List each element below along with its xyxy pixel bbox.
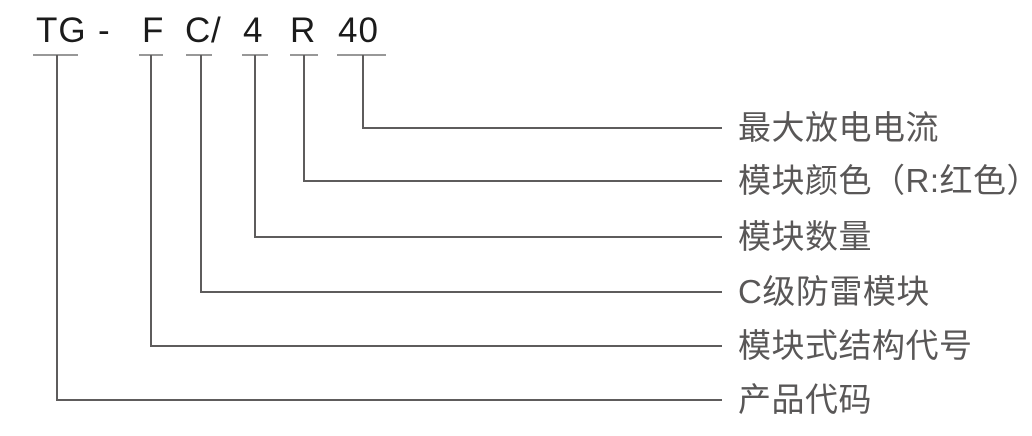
leader-line-r <box>303 55 722 182</box>
leader-line-f <box>150 55 722 347</box>
code-segment-40: 40 <box>338 11 379 50</box>
leader-line-4 <box>254 55 722 238</box>
code-segment-r: R <box>290 11 317 50</box>
label-class-c-module: C级防雷模块 <box>738 273 930 310</box>
leader-line-tg <box>56 55 722 401</box>
label-structure-code: 模块式结构代号 <box>738 327 973 364</box>
leader-line-c <box>200 55 722 293</box>
label-module-count: 模块数量 <box>738 218 872 255</box>
code-segment-c: C <box>185 11 212 50</box>
code-segment-tg: TG <box>36 11 87 50</box>
code-segment-4: 4 <box>243 11 264 50</box>
label-product-code: 产品代码 <box>738 381 872 418</box>
label-max-discharge-current: 最大放电电流 <box>738 109 939 146</box>
code-segment-f: F <box>142 11 165 50</box>
leader-line-40 <box>362 55 722 129</box>
code-separator-slash: / <box>211 11 222 50</box>
code-separator-dash: - <box>98 11 111 50</box>
label-module-color: 模块颜色（R:红色） <box>738 162 1032 199</box>
